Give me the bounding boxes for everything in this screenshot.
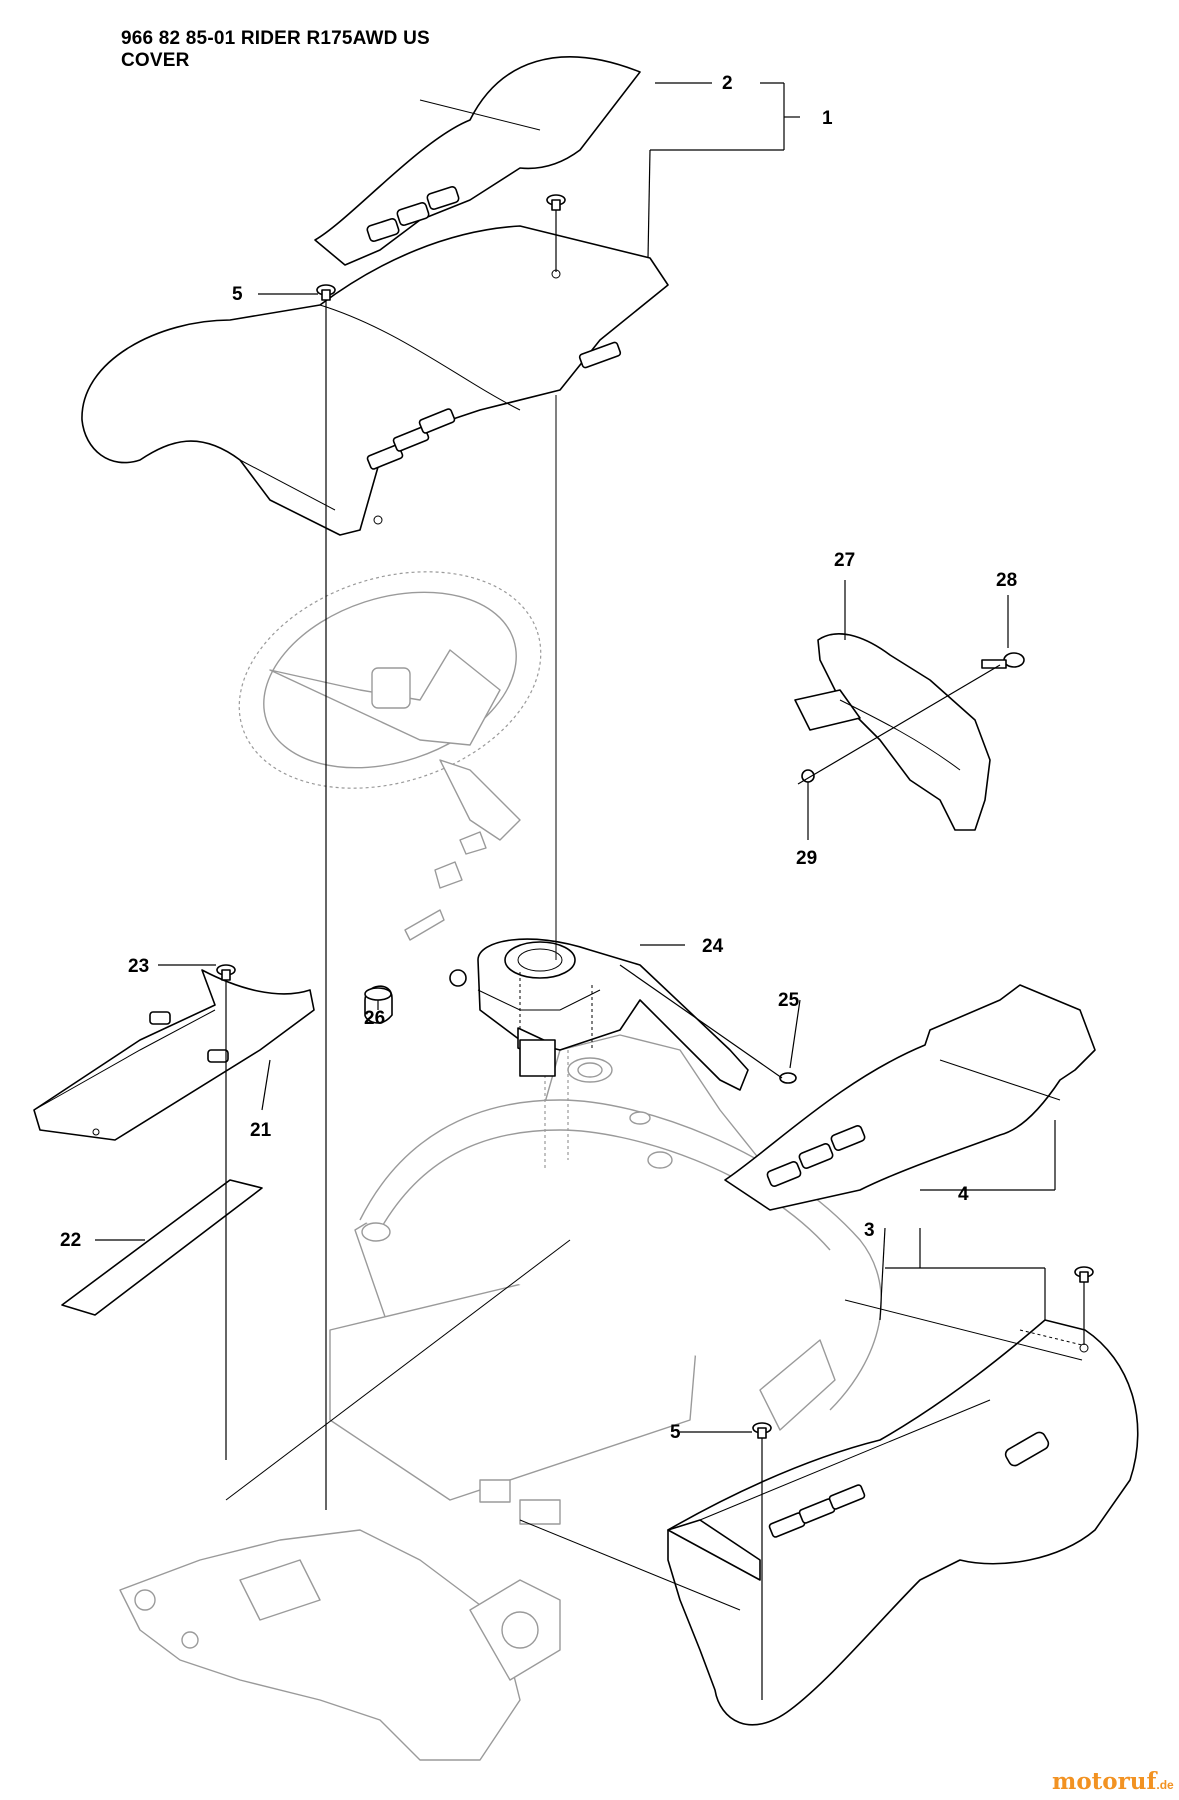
callout-5-bottom: 5 xyxy=(670,1422,681,1443)
part-24-dashboard-console xyxy=(477,938,749,1091)
part-5-screw-bottom xyxy=(752,1422,772,1700)
callout-4: 4 xyxy=(958,1184,969,1205)
assembly-guide-lines xyxy=(225,395,1083,1611)
part-28-pin xyxy=(981,652,1025,669)
callout-27: 27 xyxy=(834,550,855,571)
watermark-text: motoruf xyxy=(1052,1768,1157,1795)
steering-wheel xyxy=(238,571,542,841)
callout-3: 3 xyxy=(864,1220,875,1241)
part-2-upper-mat xyxy=(314,56,641,266)
screw-top-right xyxy=(546,194,566,272)
watermark-suffix: .de xyxy=(1156,1778,1174,1792)
part-25-screw xyxy=(619,964,797,1084)
part-21-plate xyxy=(33,969,315,1141)
diagram-title: 966 82 85-01 RIDER R175AWD US xyxy=(121,28,430,49)
part-3-lower-fender xyxy=(667,1319,1139,1726)
callout-23: 23 xyxy=(128,956,149,977)
part-22-strip xyxy=(61,1179,263,1316)
callout-1: 1 xyxy=(822,108,833,129)
callout-22: 22 xyxy=(60,1230,81,1251)
screw-right xyxy=(1074,1266,1094,1345)
callout-24: 24 xyxy=(702,936,724,957)
callout-28: 28 xyxy=(996,570,1017,591)
part-4-lower-mat xyxy=(724,984,1096,1211)
label-leaders xyxy=(95,82,1056,1433)
watermark-logo: motoruf.de xyxy=(1052,1768,1174,1795)
callout-26: 26 xyxy=(364,1008,385,1029)
part-1-upper-fender xyxy=(81,225,669,536)
diagram-subtitle: COVER xyxy=(121,50,190,71)
callout-2: 2 xyxy=(722,73,733,94)
callout-29: 29 xyxy=(796,848,817,869)
column-fasteners xyxy=(364,831,487,1024)
callout-21: 21 xyxy=(250,1120,272,1141)
callout-5-top: 5 xyxy=(232,284,243,305)
callout-25: 25 xyxy=(778,990,800,1011)
part-23-screw xyxy=(216,964,236,1460)
part-27-shield xyxy=(794,632,991,831)
part-5-screw-top xyxy=(316,284,336,1510)
